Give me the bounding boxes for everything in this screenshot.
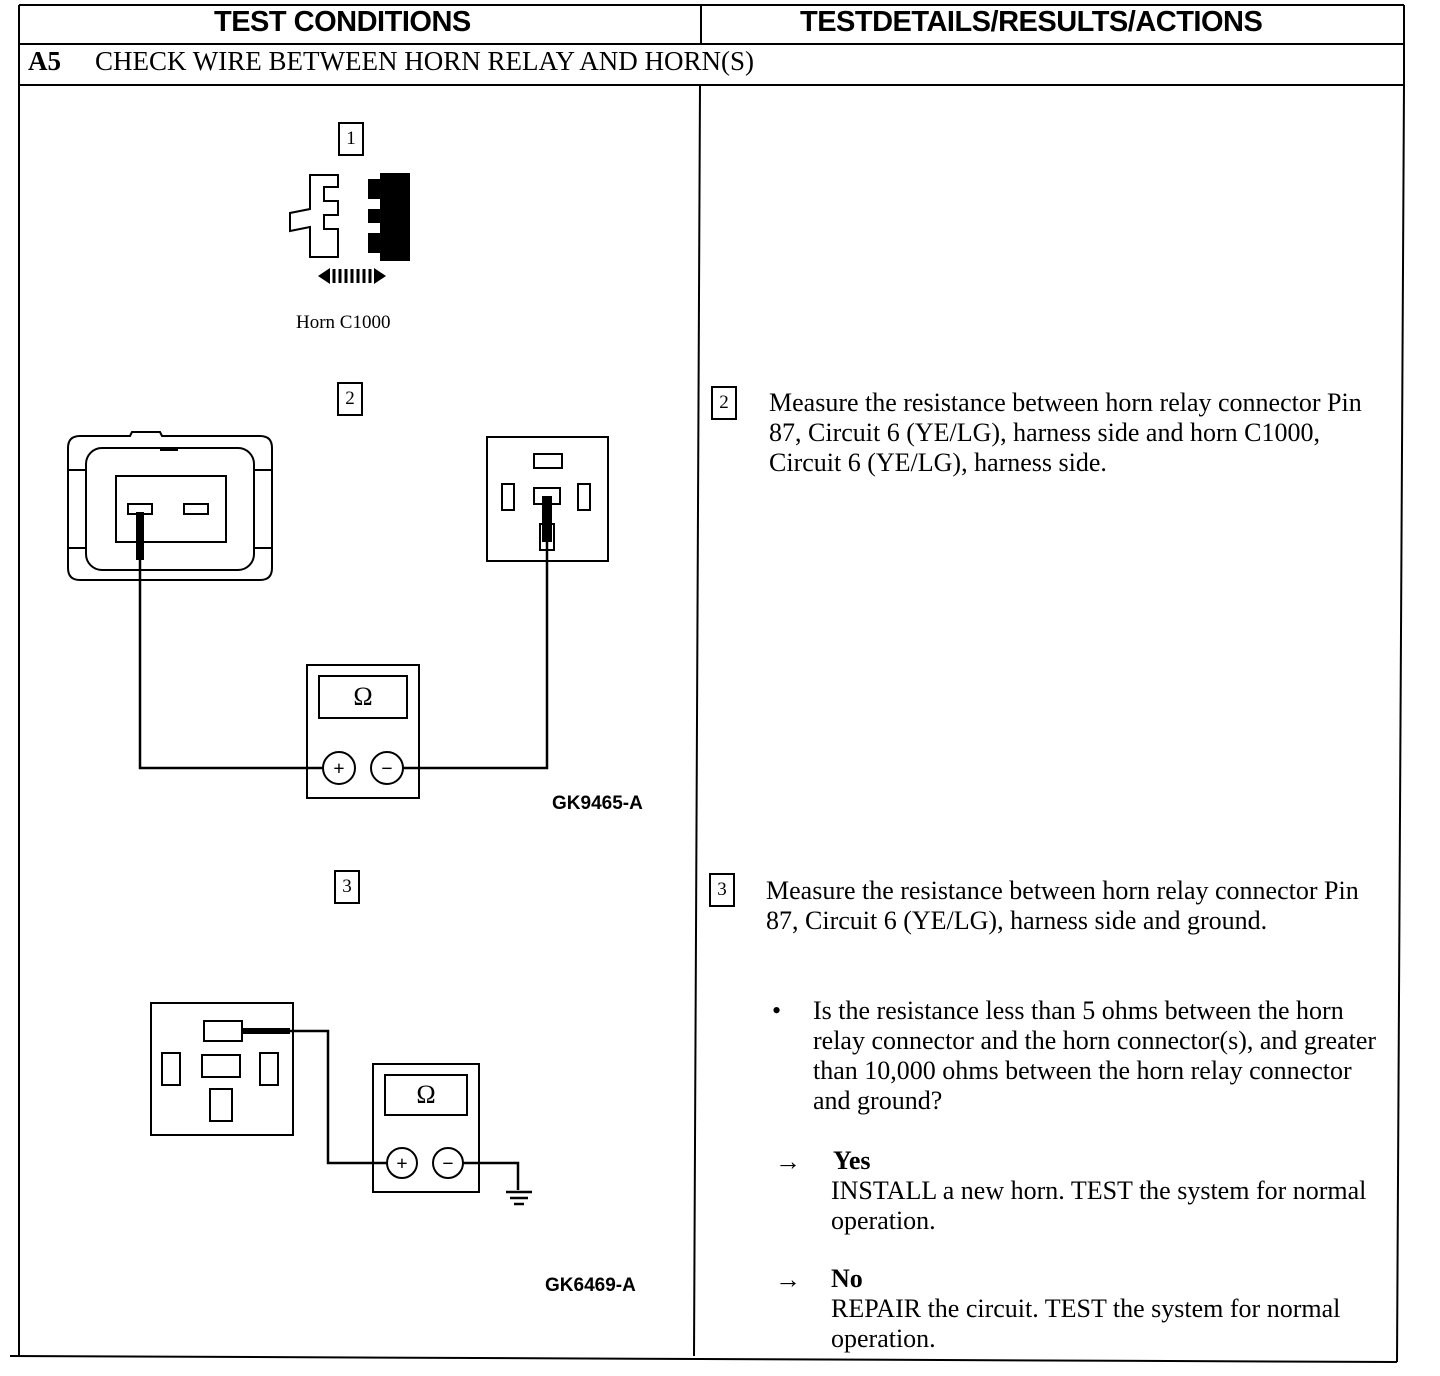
no-action: REPAIR the circuit. TEST the system for …	[831, 1294, 1341, 1353]
header-test-conditions: TEST CONDITIONS	[214, 6, 471, 38]
step-2-number-left: 2	[337, 382, 363, 416]
horn-connector-diagram	[289, 173, 410, 284]
header-test-details: TESTDETAILS/RESULTS/ACTIONS	[800, 6, 1263, 38]
no-label: No	[831, 1264, 863, 1293]
no-arrow-icon: →	[775, 1265, 801, 1294]
minus-terminal-icon: −	[442, 1153, 453, 1175]
horn-connector-caption: Horn C1000	[296, 312, 391, 333]
yes-arrow-icon: →	[775, 1147, 801, 1176]
plus-terminal-icon: +	[396, 1153, 407, 1175]
step-2-diagram: Ω + −	[67, 431, 609, 799]
ground-icon	[506, 1190, 532, 1206]
disconnect-arrow-icon	[318, 268, 386, 284]
yes-action: INSTALL a new horn. TEST the system for …	[831, 1176, 1367, 1235]
plus-terminal-icon: +	[333, 758, 344, 780]
step-1-number: 1	[338, 122, 364, 156]
test-title: CHECK WIRE BETWEEN HORN RELAY AND HORN(S…	[95, 46, 754, 76]
horn-connector-mating-half-icon	[368, 173, 410, 261]
step-3-question: Is the resistance less than 5 ohms betwe…	[813, 996, 1377, 1115]
probe-icon	[136, 496, 552, 560]
test-id: A5	[28, 46, 61, 76]
ohm-symbol: Ω	[353, 682, 372, 711]
probe-icon	[242, 1028, 290, 1034]
step-3-number-right: 3	[709, 873, 735, 907]
bullet-icon: •	[772, 996, 782, 1025]
step-2-figure-id: GK9465-A	[552, 793, 643, 814]
step-2-instruction: Measure the resistance between horn rela…	[769, 388, 1362, 477]
minus-terminal-icon: −	[381, 758, 392, 780]
yes-label: Yes	[833, 1146, 871, 1175]
step-3-diagram: Ω + −	[150, 1002, 532, 1206]
ohm-symbol: Ω	[416, 1080, 435, 1109]
step-2-number-right: 2	[711, 386, 737, 420]
step-3-figure-id: GK6469-A	[545, 1275, 636, 1296]
step-3-instruction: Measure the resistance between horn rela…	[766, 876, 1359, 935]
step-3-number-left: 3	[334, 870, 360, 904]
